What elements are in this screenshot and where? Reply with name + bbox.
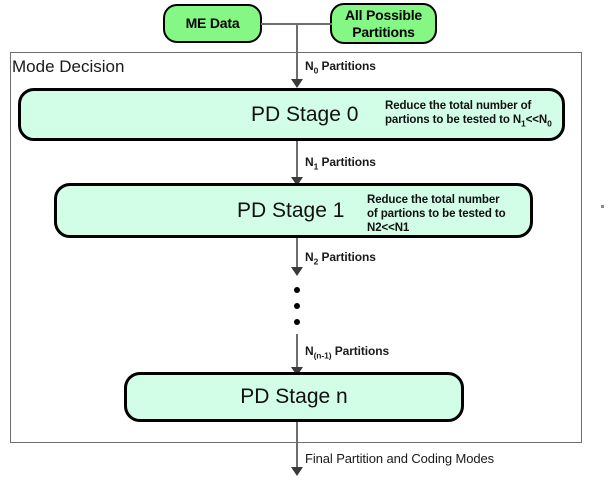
- edge-label-final-output: Final Partition and Coding Modes: [305, 451, 495, 466]
- edge-label-n-minus-1: N(n-1) Partitions: [305, 344, 390, 361]
- connector-all-partitions-to-junction: [296, 23, 332, 25]
- connector-stage-1-to-ellipsis: [296, 238, 298, 272]
- connector-me-data-to-junction: [261, 23, 298, 25]
- source-box-me-data-label: ME Data: [185, 15, 240, 31]
- connector-ellipsis-to-stage-n: [296, 334, 298, 373]
- mode-decision-title: Mode Decision: [12, 57, 125, 76]
- edge-label-n0: N0 Partitions: [305, 59, 376, 76]
- connector-trunk-to-stage-0: [296, 23, 298, 83]
- edge-label-n1: N1 Partitions: [305, 155, 376, 172]
- arrowhead-into-stage-n: [291, 367, 303, 376]
- connector-stage-0-to-stage-1: [296, 141, 298, 182]
- arrowhead-into-stage-0: [291, 79, 303, 88]
- ellipsis-dot-2: [294, 303, 300, 309]
- arrowhead-into-stage-1: [291, 177, 303, 186]
- stage-title-pd-stage-1: PD Stage 1: [237, 198, 345, 222]
- stage-title-pd-stage-0: PD Stage 0: [251, 102, 359, 126]
- stage-title-pd-stage-n: PD Stage n: [240, 385, 348, 408]
- ellipsis-dot-3: [294, 319, 300, 325]
- source-box-all-possible-partitions[interactable]: All Possible Partitions: [330, 3, 437, 44]
- ellipsis-dot-1: [294, 287, 300, 293]
- arrowhead-final-output: [291, 467, 303, 476]
- scan-speck: [601, 205, 604, 208]
- stage-box-pd-stage-n[interactable]: PD Stage n: [124, 372, 464, 422]
- connector-stage-n-to-output: [296, 422, 298, 472]
- source-box-me-data[interactable]: ME Data: [163, 4, 262, 43]
- arrowhead-below-stage-1: [291, 267, 303, 276]
- edge-label-n2: N2 Partitions: [305, 250, 376, 267]
- source-box-all-possible-partitions-label: All Possible Partitions: [345, 6, 422, 40]
